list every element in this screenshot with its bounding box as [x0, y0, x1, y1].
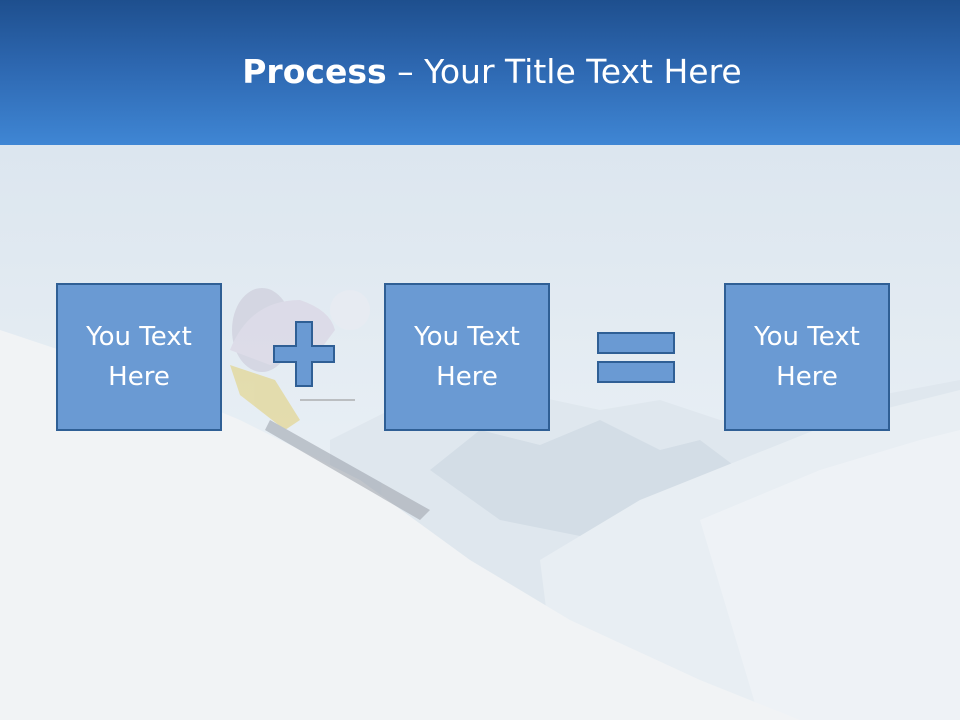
text-box-2-line2: Here — [436, 362, 498, 392]
text-box-3-line1: You Text — [754, 322, 860, 352]
title-bold-text: Process — [242, 52, 387, 91]
text-box-2[interactable]: You Text Here — [384, 283, 550, 431]
slide-title: Process – Your Title Text Here — [0, 52, 960, 91]
text-box-3-line2: Here — [776, 362, 838, 392]
text-box-2-line1: You Text — [414, 322, 520, 352]
title-rest-text: – Your Title Text Here — [386, 52, 742, 91]
text-box-1-line1: You Text — [86, 322, 192, 352]
plus-icon — [273, 321, 335, 387]
text-box-1[interactable]: You Text Here — [56, 283, 222, 431]
text-box-1-line2: Here — [108, 362, 170, 392]
text-box-3[interactable]: You Text Here — [724, 283, 890, 431]
equals-icon — [597, 332, 675, 383]
snow-mountain-background — [0, 145, 960, 720]
title-bar: Process – Your Title Text Here — [0, 0, 960, 145]
